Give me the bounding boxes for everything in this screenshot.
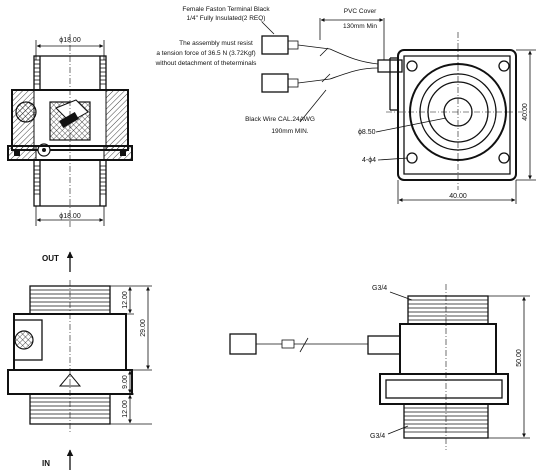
section-view: ϕ18.00	[7, 34, 133, 228]
dim-9: 9.00	[122, 375, 129, 389]
terminal-note-1: Female Faston Terminal Black	[182, 6, 270, 13]
terminal-top	[261, 35, 289, 55]
assembly-note-3: without detachment of theterminals	[155, 60, 258, 67]
right-height-dim: 40.00	[522, 103, 529, 121]
dim-29: 29.00	[140, 319, 147, 337]
assembly-note-1: The assembly must resist	[179, 40, 253, 47]
terminal-bottom	[261, 73, 289, 93]
wire-note-1: Black Wire CAL.24AWG	[245, 116, 315, 123]
bottom-diameter-dim: ϕ18.00	[59, 213, 81, 220]
in-label: IN	[42, 459, 50, 468]
assembly-note-2: a tension force of 36.5 N (3.72Kgf)	[156, 50, 255, 57]
wire-assembly: Female Faston Terminal Black 1/4" Fully …	[155, 6, 403, 135]
right-width-dim: 40.00	[449, 193, 467, 200]
side-view: OUT IN	[7, 251, 152, 470]
wire-note-2: 190mm MIN.	[271, 128, 308, 135]
terminal-connector	[229, 333, 257, 355]
terminal-note-2: 1/4" Fully Insulated(2 REQ)	[187, 15, 266, 22]
dim-12-top: 12.00	[122, 291, 129, 309]
dim-50: 50.00	[516, 349, 523, 367]
dim-12-bottom: 12.00	[122, 400, 129, 418]
g34-top-label: G3/4	[372, 285, 387, 292]
pvc-note-1: PVC Cover	[344, 8, 377, 15]
out-label: OUT	[42, 254, 59, 263]
hole-diameter-dim: ϕ8.50	[358, 129, 376, 136]
pvc-note-2: 130mm Min	[343, 23, 377, 30]
plan-view: 40.00 40.00 ϕ8.50 4-ϕ4	[358, 32, 536, 204]
mounting-holes-dim: 4-ϕ4	[362, 157, 376, 164]
elevation-view: G3/4 G3/4 50.00	[229, 284, 530, 450]
top-diameter-dim: ϕ18.00	[59, 37, 81, 44]
g34-bottom-label: G3/4	[370, 433, 385, 440]
